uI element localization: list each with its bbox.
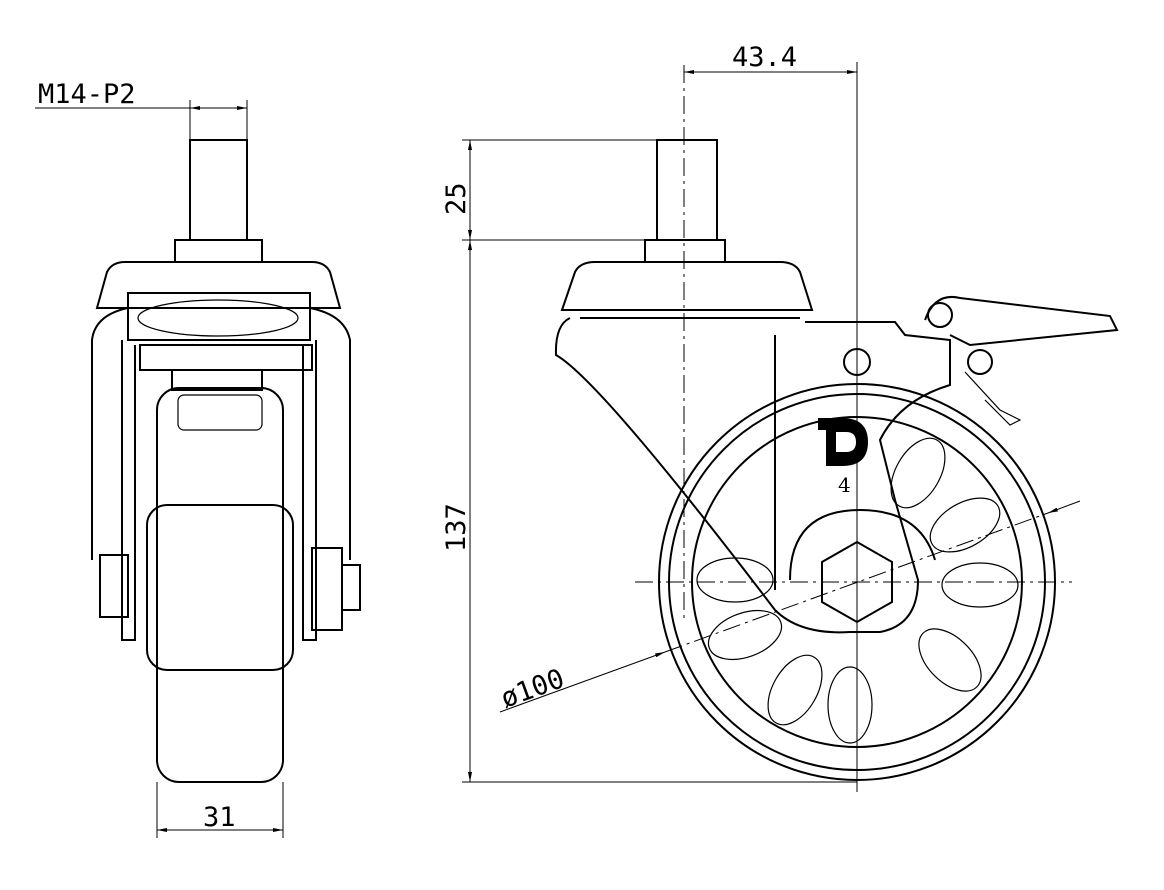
stem-nut [174,239,263,263]
fork-crown [139,344,313,371]
wheel-hub [146,504,294,671]
front-view: M14-P2 31 [35,79,361,838]
threaded-stem [656,139,718,241]
brake-spring [964,371,1022,426]
side-view: 4 43.4 25 137 ø100 [441,42,1119,792]
top-plate [560,261,814,311]
brake-block [171,369,263,391]
stem-nut [644,239,726,263]
wheel-width-label: 31 [203,802,236,833]
fork-plates [121,340,317,641]
bearing-race [127,292,311,341]
fork-legs [91,307,351,560]
brake-lever [924,296,1119,347]
height-label: 137 [441,503,472,552]
axle-end [341,564,361,611]
logo-mark: 4 [838,473,851,497]
diameter-label: ø100 [497,663,569,714]
top-plate [95,261,342,309]
wheel-spokes [696,437,1019,744]
threaded-stem [189,139,248,241]
fork-body [554,317,951,634]
offset-label: 43.4 [732,42,797,73]
thread-label: M14-P2 [38,79,136,110]
stem-length-label: 25 [441,182,472,215]
bearing-balls [137,299,299,337]
lever-pivot [927,302,953,328]
brake-pad [177,394,263,431]
axle-nut-left [99,554,129,618]
fork-inner [789,508,936,581]
lever-pivot-lower [967,349,993,375]
wheel-tread [156,387,284,783]
